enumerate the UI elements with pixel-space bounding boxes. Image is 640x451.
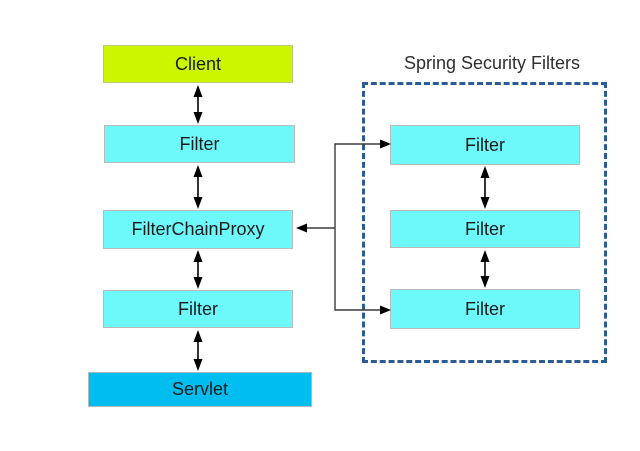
- security-filter-box-2: Filter: [390, 210, 580, 248]
- filter-box-left-top: Filter: [104, 125, 295, 163]
- double-arrow-filter-fcp: [193, 165, 203, 209]
- double-arrow-filter-servlet: [193, 330, 203, 371]
- client-box: Client: [103, 45, 293, 83]
- filter-chain-proxy-box: FilterChainProxy: [103, 210, 293, 249]
- double-arrow-fcp-filter: [193, 250, 203, 289]
- double-arrow-client-filter: [193, 85, 203, 124]
- servlet-box: Servlet: [88, 372, 312, 407]
- security-filter-box-3: Filter: [390, 289, 580, 329]
- spring-security-filters-title: Spring Security Filters: [403, 53, 581, 73]
- security-filter-box-1: Filter: [390, 125, 580, 165]
- filter-box-left-bottom: Filter: [103, 290, 293, 328]
